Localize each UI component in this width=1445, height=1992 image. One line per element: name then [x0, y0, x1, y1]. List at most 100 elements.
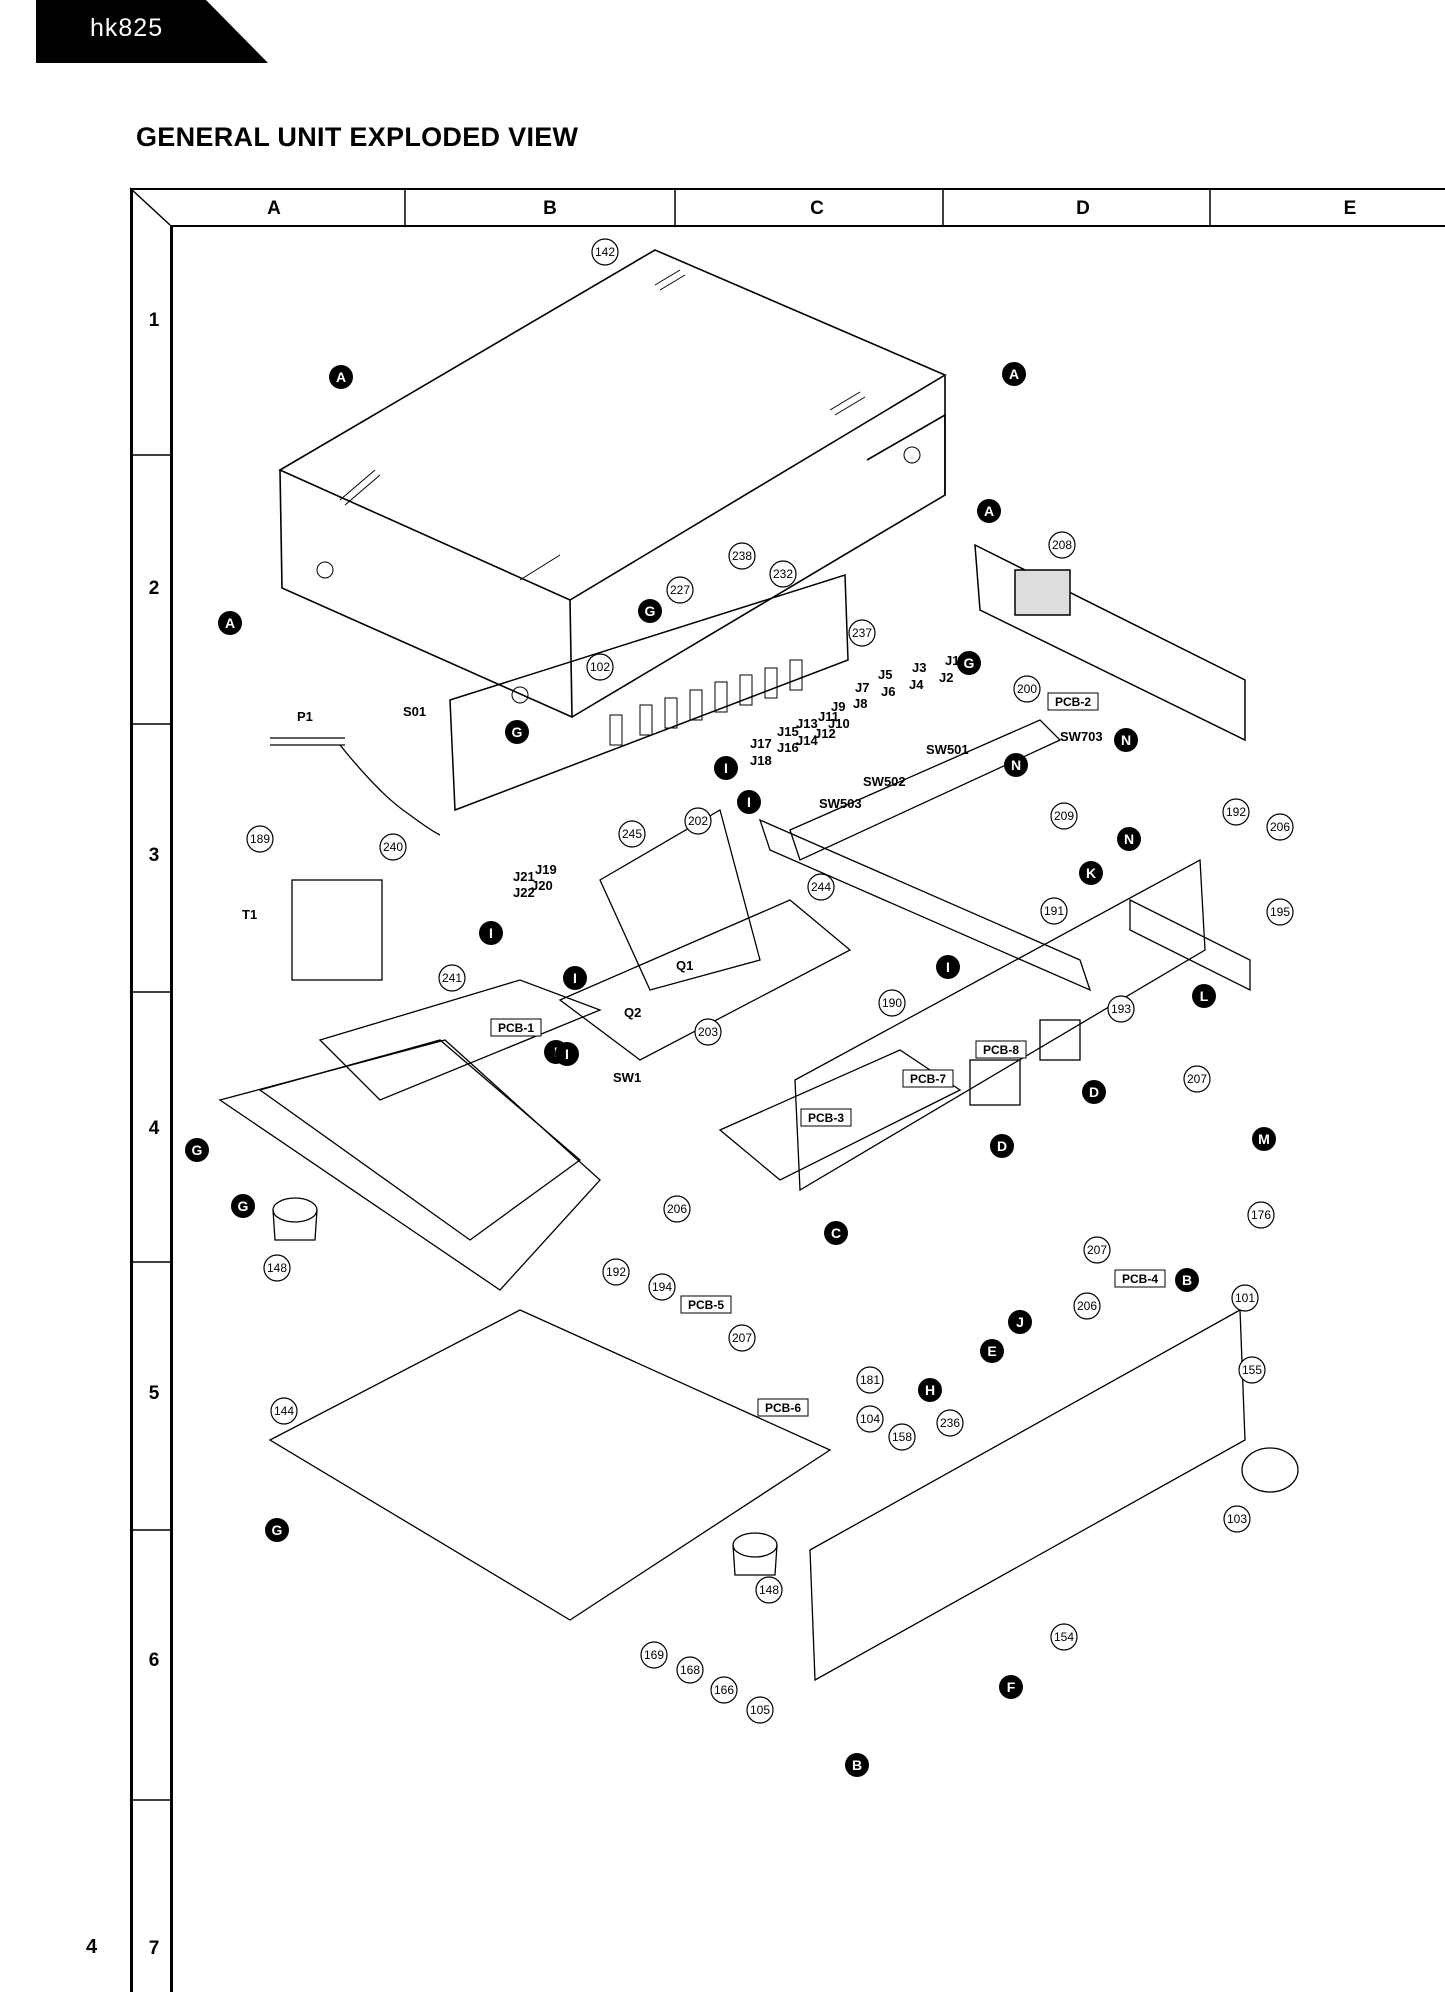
svg-text:238: 238: [732, 549, 752, 563]
marker-G: G: [265, 1518, 289, 1542]
svg-text:D: D: [1089, 1084, 1099, 1100]
svg-text:191: 191: [1044, 904, 1064, 918]
pcb-label-pcb-1: PCB-1: [490, 1018, 542, 1037]
svg-text:104: 104: [860, 1412, 880, 1426]
callout-176: 176: [1247, 1201, 1275, 1229]
svg-text:N: N: [1011, 757, 1021, 773]
svg-text:158: 158: [892, 1430, 912, 1444]
svg-text:I: I: [724, 760, 728, 776]
marker-H: H: [918, 1378, 942, 1402]
svg-text:244: 244: [811, 880, 831, 894]
svg-text:G: G: [645, 603, 656, 619]
svg-text:142: 142: [595, 245, 615, 259]
svg-text:J: J: [1016, 1314, 1024, 1330]
marker-E: E: [980, 1339, 1004, 1363]
callout-154: 154: [1050, 1623, 1078, 1651]
label-j15: J15: [777, 724, 799, 739]
marker-B: B: [845, 1753, 869, 1777]
svg-text:190: 190: [882, 996, 902, 1010]
marker-M: M: [1252, 1127, 1276, 1151]
grid-lines: [129, 187, 1211, 1801]
svg-text:207: 207: [1087, 1243, 1107, 1257]
svg-text:181: 181: [860, 1373, 880, 1387]
svg-text:200: 200: [1017, 682, 1037, 696]
callout-195: 195: [1266, 898, 1294, 926]
svg-text:N: N: [1121, 732, 1131, 748]
marker-layer: AAAAGGGGGGNNNIIIIIIKLIDDMCBJEHFB: [185, 362, 1276, 1777]
callout-192: 192: [1222, 798, 1250, 826]
column-b: B: [543, 198, 557, 219]
svg-text:G: G: [192, 1142, 203, 1158]
label-sw501: SW501: [926, 742, 969, 757]
label-sw1: SW1: [613, 1070, 641, 1085]
label-j16: J16: [777, 740, 799, 755]
label-j14: J14: [796, 733, 818, 748]
callout-191: 191: [1040, 897, 1068, 925]
svg-text:I: I: [489, 925, 493, 941]
marker-G: G: [638, 599, 662, 623]
label-j7: J7: [855, 680, 869, 695]
svg-text:G: G: [272, 1522, 283, 1538]
label-j12: J12: [814, 726, 836, 741]
callout-155: 155: [1238, 1356, 1266, 1384]
marker-A: A: [977, 499, 1001, 523]
svg-text:227: 227: [670, 583, 690, 597]
callout-245: 245: [618, 820, 646, 848]
callout-101: 101: [1231, 1284, 1259, 1312]
label-q2: Q2: [624, 1005, 641, 1020]
callout-227: 227: [666, 576, 694, 604]
svg-text:B: B: [852, 1757, 862, 1773]
label-p1: P1: [297, 709, 313, 724]
label-j8: J8: [853, 696, 867, 711]
svg-text:K: K: [1086, 865, 1096, 881]
callout-206: 206: [663, 1195, 691, 1223]
marker-I: I: [555, 1042, 579, 1066]
marker-I: I: [714, 756, 738, 780]
svg-text:M: M: [1258, 1131, 1270, 1147]
label-j4: J4: [909, 677, 924, 692]
column-d: D: [1076, 198, 1090, 219]
label-sw502: SW502: [863, 774, 906, 789]
callout-192: 192: [602, 1258, 630, 1286]
pcb-label-pcb-4: PCB-4: [1114, 1269, 1166, 1288]
svg-text:193: 193: [1111, 1002, 1131, 1016]
callout-208: 208: [1048, 531, 1076, 559]
svg-text:I: I: [573, 970, 577, 986]
top-cover: [278, 249, 947, 719]
pcb-label-pcb-5: PCB-5: [680, 1295, 732, 1314]
callout-236: 236: [936, 1409, 964, 1437]
svg-text:206: 206: [1077, 1299, 1097, 1313]
svg-text:PCB-3: PCB-3: [808, 1111, 844, 1125]
svg-text:PCB-8: PCB-8: [983, 1043, 1019, 1057]
callout-148: 148: [755, 1576, 783, 1604]
callout-240: 240: [379, 833, 407, 861]
callout-148: 148: [263, 1254, 291, 1282]
callout-207: 207: [728, 1324, 756, 1352]
marker-L: L: [1192, 984, 1216, 1008]
svg-text:192: 192: [1226, 805, 1246, 819]
marker-D: D: [990, 1134, 1014, 1158]
svg-text:PCB-2: PCB-2: [1055, 695, 1091, 709]
svg-text:H: H: [925, 1382, 935, 1398]
callout-190: 190: [878, 989, 906, 1017]
callout-169: 169: [640, 1641, 668, 1669]
label-j11: J11: [818, 709, 839, 724]
marker-A: A: [329, 365, 353, 389]
pcb-label-pcb-6: PCB-6: [757, 1398, 809, 1417]
marker-K: K: [1079, 861, 1103, 885]
svg-text:101: 101: [1235, 1291, 1255, 1305]
pcb-label-pcb-2: PCB-2: [1047, 692, 1099, 711]
svg-text:A: A: [984, 503, 994, 519]
svg-text:154: 154: [1054, 1630, 1074, 1644]
svg-text:236: 236: [940, 1416, 960, 1430]
svg-text:L: L: [1200, 988, 1209, 1004]
callout-104: 104: [856, 1405, 884, 1433]
marker-I: I: [936, 955, 960, 979]
svg-text:B: B: [1182, 1272, 1192, 1288]
marker-I: I: [563, 966, 587, 990]
svg-text:166: 166: [714, 1683, 734, 1697]
marker-F: F: [999, 1675, 1023, 1699]
svg-text:PCB-6: PCB-6: [765, 1401, 801, 1415]
